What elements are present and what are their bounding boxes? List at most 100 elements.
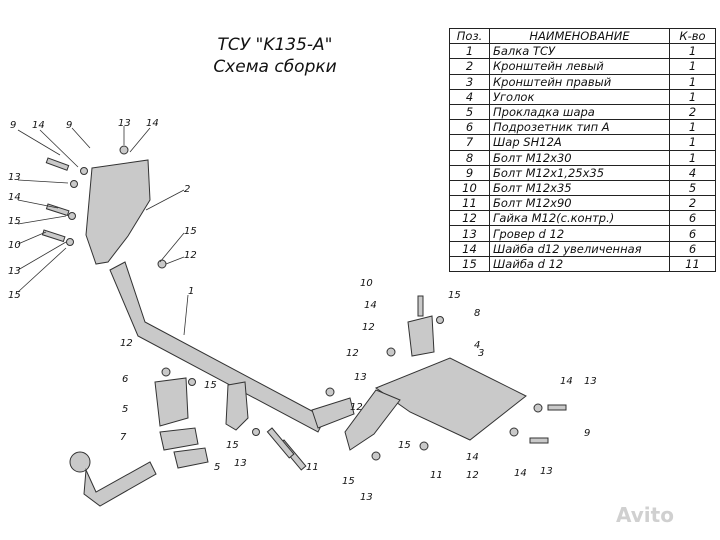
callout-label: 14 <box>466 452 479 463</box>
right-bracket-arm <box>344 389 401 451</box>
callout-label: 14 <box>32 120 45 131</box>
cell-pos: 12 <box>449 210 490 227</box>
washer-3 <box>68 212 76 220</box>
callout-label: 13 <box>234 458 247 469</box>
callout-label: 10 <box>360 278 373 289</box>
callout-label: 15 <box>398 440 411 451</box>
callout-label: 1 <box>188 286 194 297</box>
tow-beam <box>109 261 326 433</box>
beam-mount-plate <box>225 381 249 431</box>
callout-label: 12 <box>466 470 479 481</box>
callout-label: 12 <box>346 348 359 359</box>
cell-name: Шайба d 12 <box>489 255 670 273</box>
cell-qty: 11 <box>669 255 716 273</box>
callout-label: 7 <box>120 432 127 443</box>
washer-8 <box>325 387 335 397</box>
callout-label: 14 <box>560 376 573 387</box>
callout-label: 15 <box>448 290 461 301</box>
title-line-2: Схема сборки <box>213 57 337 77</box>
leader-lines <box>17 126 189 336</box>
washer-11 <box>252 428 260 436</box>
ball-spacer-a <box>159 427 199 451</box>
callout-label: 13 <box>584 376 597 387</box>
right-bracket <box>374 357 527 441</box>
washer-9 <box>161 367 171 377</box>
callout-label: 6 <box>122 374 128 385</box>
callout-label: 8 <box>474 308 480 319</box>
callout-label: 15 <box>8 290 21 301</box>
bolt-top <box>417 295 424 317</box>
callout-label: 15 <box>226 440 239 451</box>
callout-label: 9 <box>584 428 590 439</box>
callout-label: 3 <box>478 348 484 359</box>
washer-14 <box>533 403 543 413</box>
washer-5 <box>157 259 167 269</box>
bolt-left-1 <box>45 157 70 171</box>
cell-name: Гайка М12(с.контр.) <box>489 210 670 227</box>
callout-label: 12 <box>350 402 363 413</box>
washer-16 <box>119 145 129 155</box>
callout-label: 2 <box>184 184 190 195</box>
tow-ball <box>69 451 91 473</box>
bolt-long-2 <box>266 427 295 459</box>
callout-label: 4 <box>474 340 480 351</box>
callout-labels: 9 14 9 13 14 13 14 15 10 13 15 2 15 12 1… <box>8 118 597 503</box>
callout-label: 13 <box>360 492 373 503</box>
callout-label: 14 <box>8 192 21 203</box>
title-line-1: ТСУ "K135-A" <box>217 35 333 55</box>
washer-6 <box>386 347 396 357</box>
washer-15 <box>509 427 519 437</box>
bolt-right-1 <box>547 404 567 411</box>
callout-label: 15 <box>8 216 21 227</box>
callout-label: 9 <box>10 120 16 131</box>
callout-label: 14 <box>146 118 159 129</box>
washer-10 <box>188 378 196 386</box>
callout-label: 12 <box>184 250 197 261</box>
socket-plate <box>154 377 189 427</box>
cell-pos: 15 <box>449 255 490 273</box>
diagram-title: ТСУ "K135-A" Схема сборки <box>205 34 345 78</box>
callout-label: 5 <box>214 462 220 473</box>
ball-spacer-b <box>173 447 209 469</box>
washer-12 <box>371 451 381 461</box>
tow-ball-neck <box>83 461 157 507</box>
callout-label: 5 <box>122 404 128 415</box>
callout-label: 15 <box>184 226 197 237</box>
callout-label: 11 <box>306 462 319 473</box>
header-name: НАИМЕНОВАНИЕ <box>489 27 670 45</box>
left-bracket <box>85 159 151 265</box>
bolt-left-2 <box>45 203 70 217</box>
callout-label: 12 <box>120 338 133 349</box>
callout-label: 13 <box>354 372 367 383</box>
cell-name: Гровер d 12 <box>489 225 670 242</box>
callout-label: 14 <box>364 300 377 311</box>
callout-label: 13 <box>118 118 131 129</box>
corner-bracket <box>407 315 435 357</box>
washer-7 <box>436 316 444 324</box>
washer-1 <box>80 167 88 175</box>
callout-label: 9 <box>66 120 72 131</box>
callout-label: 13 <box>8 266 21 277</box>
cell-name: Кронштейн правый <box>489 73 670 90</box>
callout-label: 15 <box>204 380 217 391</box>
callout-label: 11 <box>430 470 443 481</box>
callout-label: 13 <box>8 172 21 183</box>
bolt-right-2 <box>529 437 549 444</box>
callout-label: 12 <box>362 322 375 333</box>
beam-end-plate <box>311 397 355 429</box>
bolt-left-3 <box>41 229 66 243</box>
callout-label: 15 <box>342 476 355 487</box>
washer-2 <box>70 180 78 188</box>
